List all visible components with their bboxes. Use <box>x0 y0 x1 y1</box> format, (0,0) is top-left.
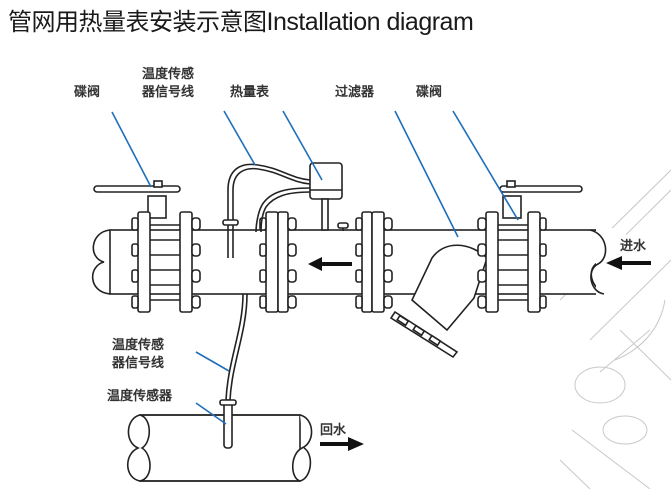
label-temp-sensor-wire-bottom-1: 温度传感 <box>112 337 164 353</box>
label-butterfly-valve-right: 碟阀 <box>416 84 442 100</box>
flange-filter-outlet <box>355 211 393 313</box>
butterfly-valve-right <box>477 180 583 313</box>
ghost-background-device <box>559 169 671 489</box>
label-temp-sensor-wire-bottom-2: 器信号线 <box>111 355 164 371</box>
label-butterfly-valve-left: 碟阀 <box>74 84 100 100</box>
label-return-water: 回水 <box>320 422 347 438</box>
sensor-cables <box>222 163 311 401</box>
flow-arrow-supply <box>308 257 352 271</box>
label-temp-sensor-wire-top-1: 温度传感 <box>142 66 194 82</box>
return-pipe <box>126 414 313 482</box>
butterfly-valve-left <box>93 180 201 313</box>
heat-meter <box>309 162 349 231</box>
supply-pipe <box>91 228 626 298</box>
inlet-arrow <box>606 256 651 270</box>
label-inlet-water: 进水 <box>620 238 647 254</box>
label-filter: 过滤器 <box>335 84 375 100</box>
label-temp-sensor-wire-top-2: 器信号线 <box>141 84 194 100</box>
title-zh: 管网用热量表安装示意图 <box>8 8 267 36</box>
flange-heat-meter-inlet <box>259 211 297 313</box>
return-arrow <box>320 437 364 451</box>
return-temp-sensor <box>219 399 237 449</box>
title-en: Installation diagram <box>266 8 474 36</box>
label-temp-sensor: 温度传感器 <box>107 388 173 404</box>
label-heat-meter: 热量表 <box>230 84 270 100</box>
leader-lines <box>111 110 519 425</box>
diagram-title: 管网用热量表安装示意图Installation diagram <box>8 2 474 37</box>
